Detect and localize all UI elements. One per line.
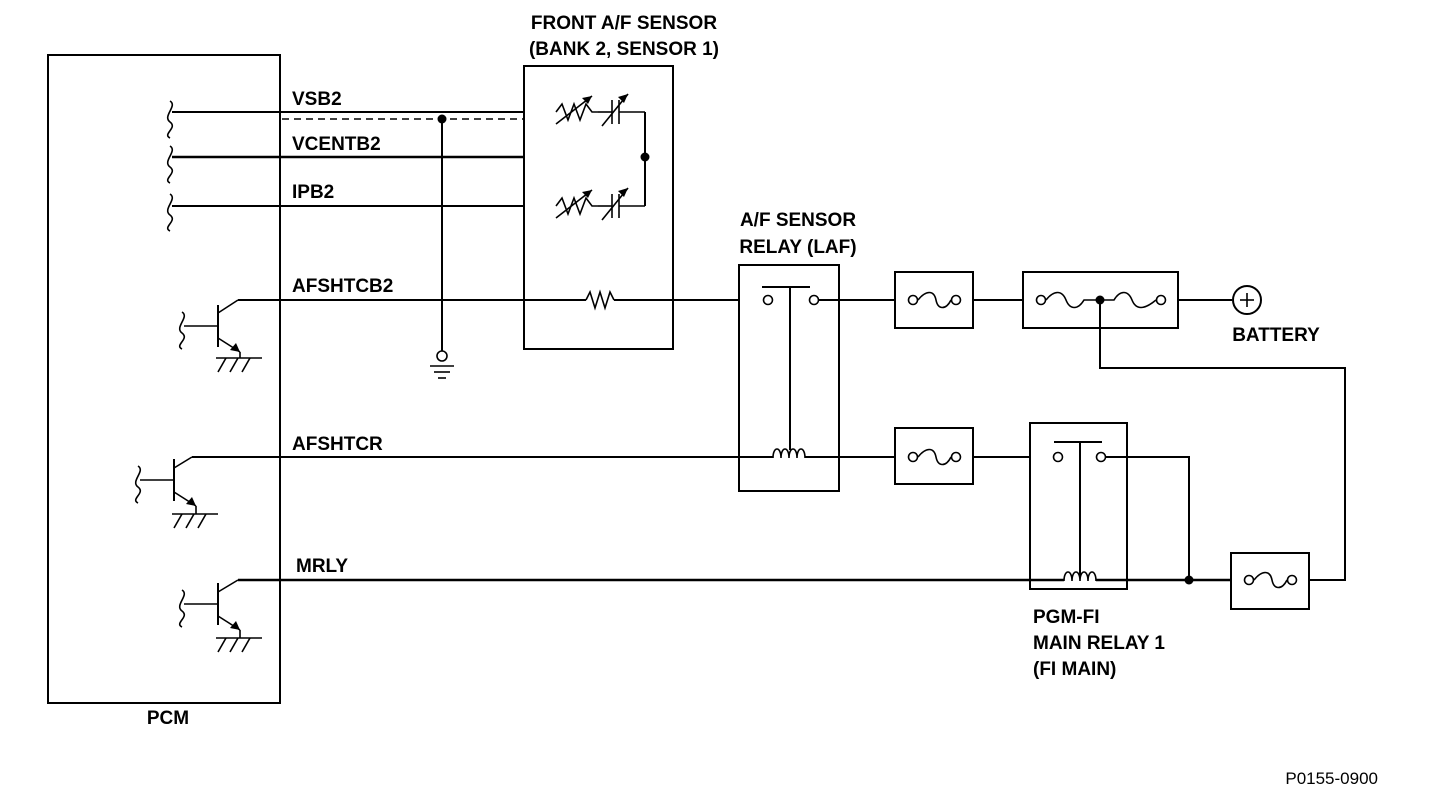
fuse-box	[894, 427, 974, 485]
main-relay-junction	[1184, 575, 1194, 585]
variable-resistor-icon	[555, 95, 598, 125]
vsb2-break-symbol	[166, 100, 174, 139]
af-sensor-box	[523, 65, 674, 350]
vcentb2-label: VCENTB2	[292, 134, 381, 155]
fuse-icon	[907, 448, 962, 466]
vcentb2-junction	[640, 152, 650, 162]
variable-capacitor-icon	[598, 93, 645, 127]
transistor-icon	[134, 456, 218, 529]
battery-label: BATTERY	[1232, 325, 1320, 346]
mrly-label: MRLY	[296, 556, 348, 577]
transistor-icon	[178, 299, 262, 373]
main-relay-output-wire	[1106, 456, 1190, 580]
ground-icon	[430, 350, 454, 379]
pcm-label: PCM	[147, 708, 189, 729]
fuse-icon	[1243, 571, 1298, 589]
af-sensor-title-line1: FRONT A/F SENSOR	[531, 13, 717, 34]
vcentb2-break-symbol	[166, 145, 174, 184]
relay-coil-icon	[772, 448, 806, 459]
afshtcb2-label: AFSHTCB2	[292, 276, 393, 297]
battery-feed-wire	[1099, 300, 1346, 581]
ipb2-break-symbol	[166, 193, 174, 232]
af-sensor-relay-label-line1: A/F SENSOR	[740, 210, 856, 231]
relay-switch-icon	[1052, 441, 1107, 575]
figure-code: P0155-0900	[1285, 769, 1378, 788]
heater-resistor-icon	[585, 289, 615, 311]
battery-plus-icon	[1232, 285, 1262, 315]
fuse-icon	[1035, 291, 1167, 309]
main-relay-label-line2: MAIN RELAY 1	[1033, 633, 1165, 654]
variable-resistor-icon	[555, 189, 598, 219]
afshtcr-label: AFSHTCR	[292, 434, 383, 455]
vsb2-label: VSB2	[292, 89, 342, 110]
af-sensor-title-line2: (BANK 2, SENSOR 1)	[529, 39, 719, 60]
transistor-icon	[178, 579, 262, 653]
ipb2-label: IPB2	[292, 182, 334, 203]
relay-coil-icon	[1063, 571, 1097, 582]
variable-capacitor-icon	[598, 187, 645, 221]
main-relay-box	[1029, 422, 1128, 590]
af-sensor-relay-label-line2: RELAY (LAF)	[739, 237, 856, 258]
main-relay-label-line3: (FI MAIN)	[1033, 659, 1116, 680]
fuse-icon	[907, 291, 962, 309]
main-relay-label-line1: PGM-FI	[1033, 607, 1100, 628]
relay-switch-icon	[762, 286, 820, 450]
fuse-box	[1230, 552, 1310, 610]
pcm-box	[47, 54, 281, 704]
